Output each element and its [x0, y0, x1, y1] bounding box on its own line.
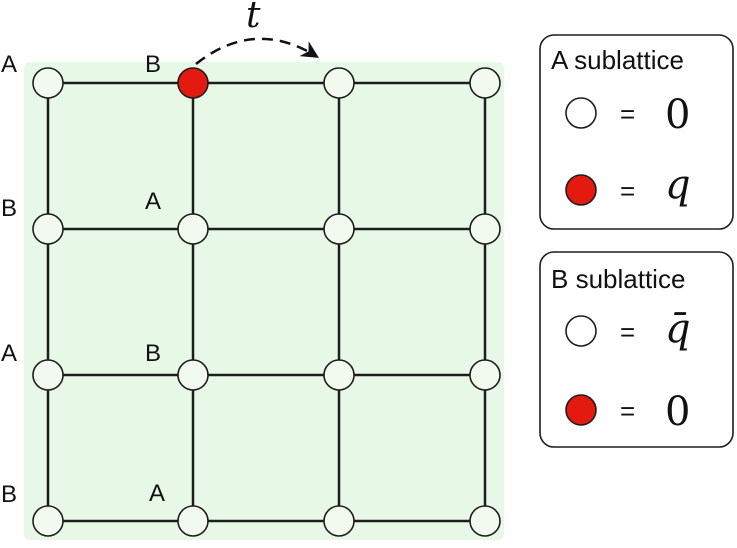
legend-a-row-2-value: q [665, 162, 691, 208]
lattice-panel: A B B A A B B A t [1, 0, 504, 540]
legend-b-title: B sublattice [551, 264, 685, 294]
site-r3-c4 [469, 359, 501, 391]
vertical-bonds [46, 83, 487, 521]
site-r4-c2 [177, 505, 209, 537]
site-r1-c1 [32, 67, 64, 99]
site-r4-c1 [32, 505, 64, 537]
row-3-inner-label: B [145, 340, 161, 367]
site-r3-c3 [323, 359, 355, 391]
legend-b-red-circle-icon [565, 394, 597, 426]
site-r1-c4 [469, 67, 501, 99]
site-r2-c1 [32, 213, 64, 245]
site-r3-c1 [32, 359, 64, 391]
legend-b-row-2-value: 0 [665, 389, 690, 435]
row-1-left-label: A [1, 51, 17, 78]
row-2-left-label: B [1, 195, 17, 222]
site-r2-c3 [323, 213, 355, 245]
legend-b-row-2-equals: = [620, 396, 635, 426]
site-r4-c4 [469, 505, 501, 537]
site-r1-c2-occupied [177, 67, 209, 99]
legend-a-empty-circle-icon [565, 97, 597, 129]
hop-label: t [246, 0, 261, 36]
site-r1-c3 [323, 67, 355, 99]
lattice-background [24, 62, 504, 540]
legend-a-red-circle-icon [565, 174, 597, 206]
row-1-inner-label: B [145, 51, 161, 78]
site-r2-c2 [177, 213, 209, 245]
legend-a-sublattice: A sublattice = 0 = q [539, 34, 734, 230]
legend-b-empty-circle-icon [565, 315, 597, 347]
legend-a-row-2-equals: = [620, 176, 635, 206]
legend-b-row-1-value: q̄ [665, 306, 691, 352]
horizontal-bonds [48, 81, 485, 523]
legend-a-row-1-equals: = [620, 99, 635, 129]
lattice-sites [32, 67, 501, 537]
hop-arrow [195, 37, 319, 65]
legend-b-row-1-equals: = [620, 317, 635, 347]
site-r3-c2 [177, 359, 209, 391]
row-2-inner-label: A [145, 188, 161, 215]
sublattice-labels: A B B A A B B A [1, 51, 165, 508]
row-3-left-label: A [1, 340, 17, 367]
legend-b-sublattice: B sublattice = q̄ = 0 [539, 251, 734, 448]
row-4-inner-label: A [149, 480, 165, 507]
site-r4-c3 [323, 505, 355, 537]
legend-a-title: A sublattice [551, 45, 684, 75]
legend-a-row-1-value: 0 [665, 92, 690, 138]
row-4-left-label: B [1, 481, 17, 508]
site-r2-c4 [469, 213, 501, 245]
